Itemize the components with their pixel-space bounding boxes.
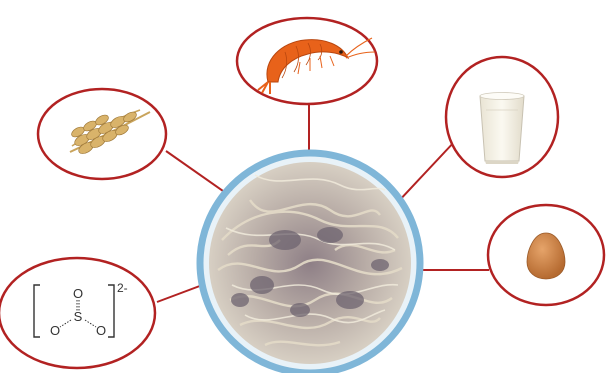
sulfite-charge: 2- (117, 281, 128, 295)
egg-callout (488, 205, 604, 305)
sulfite-top-oxygen: O (73, 286, 83, 301)
milk-glass-icon (480, 93, 524, 165)
wheat-callout (38, 89, 166, 179)
sulfite-callout: O S O O 2- (0, 258, 155, 368)
sulfite-sulfur-atom: S (74, 309, 83, 324)
sulfite-right-oxygen: O (96, 323, 106, 338)
sulfite-left-oxygen: O (50, 323, 60, 338)
milk-callout (446, 57, 558, 177)
seafood-pasta-bowl (200, 153, 420, 373)
shrimp-callout (237, 18, 377, 104)
